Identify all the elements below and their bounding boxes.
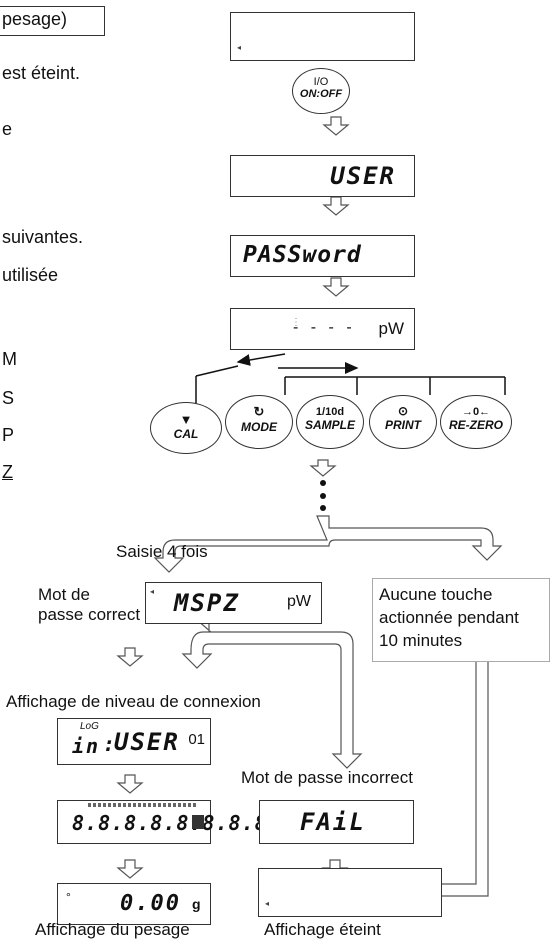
branch-arrows	[153, 515, 503, 573]
display-off-bottom: ◂	[258, 868, 442, 917]
code-letter-1: M	[2, 349, 17, 369]
incorrect-caption: Mot de passe incorrect	[241, 768, 413, 787]
rezero-icon: →0←	[461, 406, 491, 418]
correct-unit: pW	[287, 593, 311, 610]
display-off-top: ◂	[230, 12, 415, 61]
down-arrow	[322, 196, 350, 216]
onoff-button[interactable]: I/O ON:OFF	[292, 68, 350, 114]
cropped-heading-box	[0, 6, 105, 36]
down-arrow	[309, 459, 337, 477]
entry-unit: pW	[378, 319, 405, 338]
code-letter-4: Z	[2, 462, 13, 482]
display-all-segments: 8.8.8.8.8.8.8.8	[57, 800, 267, 844]
print-icon: ⊙	[397, 404, 409, 418]
timeout-line2: actionnée pendant	[379, 608, 519, 627]
login-level: 01	[188, 731, 205, 748]
body-line-1: est éteint.	[2, 63, 81, 83]
display-weight: ° 0.00 g	[57, 883, 211, 925]
heading-fragment: pesage)	[2, 9, 68, 29]
login-user: USER	[114, 728, 180, 756]
login-level-caption: Affichage de niveau de connexion	[6, 692, 261, 711]
fail-text: FAiL	[300, 808, 366, 836]
down-arrow	[322, 277, 350, 297]
down-arrow	[116, 859, 144, 879]
correct-value: MSPZ	[174, 589, 240, 617]
rezero-label: RE-ZERO	[449, 418, 503, 432]
onoff-label: ON:OFF	[299, 88, 343, 100]
weight-unit: g	[192, 896, 201, 912]
blinking-digit: ⋮	[291, 317, 301, 328]
down-arrow	[116, 774, 144, 794]
down-arrow	[322, 116, 350, 136]
body-line-3: suivantes.	[2, 227, 84, 247]
display-login: LoG in : USER 01	[57, 718, 211, 765]
rezero-button[interactable]: →0← RE-ZERO	[440, 395, 512, 449]
display-fail: FAiL	[259, 800, 414, 844]
body-line-2: e	[2, 119, 13, 139]
sample-label: SAMPLE	[304, 418, 355, 432]
weighing-caption: Affichage du pesage	[35, 920, 190, 939]
display-user: USER	[230, 155, 415, 197]
code-letter-3: P	[2, 425, 15, 445]
timeout-line3: 10 minutes	[379, 631, 463, 650]
entry-dashes: ‐ ‐ ‐ ‐	[293, 319, 356, 336]
correct-label-line2: passe correct	[38, 605, 141, 624]
body-line-4: utilisée	[2, 265, 59, 285]
mode-label: MODE	[241, 420, 277, 434]
print-button[interactable]: ⊙ PRINT	[369, 395, 437, 449]
saisie-label: Saisie 4 fois	[116, 542, 208, 561]
user-text: USER	[330, 162, 396, 190]
display-password: PASSword	[230, 235, 415, 277]
cal-button[interactable]: ▼ CAL	[150, 402, 222, 454]
mode-button[interactable]: ↻ MODE	[225, 395, 293, 449]
timeout-box: Aucune touche actionnée pendant 10 minut…	[372, 578, 550, 662]
correct-label-line1: Mot de	[38, 585, 90, 604]
triangle-down-icon: ▼	[179, 412, 193, 427]
stable-mark-icon: °	[66, 890, 71, 904]
segments-row: 8.8.8.8.8.8.8.8	[72, 811, 268, 835]
login-colon: :	[103, 732, 118, 756]
login-prefix-top: LoG	[80, 721, 99, 732]
power-icon: I/O	[313, 76, 329, 88]
annunciator-block	[192, 815, 204, 829]
cal-label: CAL	[173, 427, 199, 441]
off-caption: Affichage éteint	[264, 920, 381, 939]
timeout-line1: Aucune touche	[379, 585, 493, 604]
cycle-icon: ↻	[253, 404, 265, 419]
display-entry: ⋮ ‐ ‐ ‐ ‐ pW	[230, 308, 415, 350]
print-label: PRINT	[385, 418, 421, 432]
annunciator-row	[88, 803, 198, 807]
weight-value: 0.00	[120, 891, 181, 916]
sample-button[interactable]: 1/10d SAMPLE	[296, 395, 364, 449]
login-prefix: in	[72, 734, 101, 758]
password-text: PASSword	[243, 242, 362, 268]
code-letter-2: S	[2, 388, 15, 408]
branch-arrows	[181, 619, 363, 769]
sample-top-label: 1/10d	[315, 406, 345, 418]
down-arrow	[116, 647, 144, 667]
display-correct: ◂ MSPZ pW	[145, 582, 322, 624]
